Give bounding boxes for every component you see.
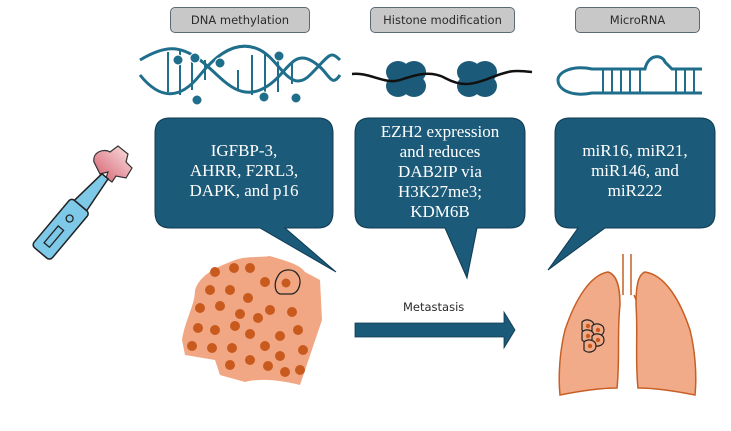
- tissue-cell-nucleus: [287, 307, 297, 317]
- tissue-cell-nucleus: [193, 323, 203, 333]
- speech-bubble-microrna: [547, 117, 716, 271]
- tissue-cell-nucleus: [265, 305, 275, 315]
- e-cigarette-with-vapor-icon: [32, 145, 133, 260]
- tissue-cell-nucleus: [253, 313, 263, 323]
- nucleosome-icon: [351, 61, 533, 97]
- tissue-cell-nucleus: [243, 293, 253, 303]
- bubble-text-histone-modification: EZH2 expression and reduces DAB2IP via H…: [380, 122, 500, 221]
- tissue-cell-nucleus: [295, 365, 305, 375]
- tissue-cell-nucleus: [263, 361, 273, 371]
- tissue-cell-nucleus: [207, 343, 217, 353]
- tissue-cell-nucleus: [205, 285, 215, 295]
- metastasis-label: Metastasis: [403, 300, 465, 314]
- tumor-tissue-icon: [182, 256, 322, 385]
- tissue-cell-nucleus: [230, 321, 240, 331]
- tissue-cell-nucleus: [245, 263, 255, 273]
- tissue-cell-nucleus: [280, 367, 290, 377]
- speech-bubble-histone-modification: [354, 117, 526, 280]
- dna-double-helix-icon: [138, 44, 342, 106]
- tissue-cell-nucleus: [210, 267, 220, 277]
- tissue-cell-nucleus: [275, 331, 285, 341]
- tissue-cell-nucleus: [293, 325, 303, 335]
- tissue-cell-nucleus: [215, 301, 225, 311]
- tissue-cell-nucleus: [225, 360, 235, 370]
- label-dna-methylation: DNA methylation: [170, 7, 310, 33]
- speech-bubble-dna-methylation: [154, 117, 337, 273]
- tissue-cell-nucleus: [195, 303, 205, 313]
- tissue-cell-nucleus: [225, 285, 235, 295]
- tissue-cell-nucleus: [260, 341, 270, 351]
- lungs-with-tumor-icon: [558, 254, 697, 396]
- bubble-text-dna-methylation: IGFBP-3, AHRR, F2RL3, DAPK, and p16: [189, 141, 299, 200]
- microrna-hairpin-icon: [556, 55, 702, 96]
- tissue-cell-nucleus: [245, 355, 255, 365]
- tissue-cell-nucleus: [245, 329, 255, 339]
- tissue-cell-nucleus: [187, 341, 197, 351]
- tissue-cell-nucleus: [298, 345, 308, 355]
- tissue-cell-nucleus: [235, 309, 245, 319]
- tissue-cell-nucleus: [227, 343, 237, 353]
- tissue-cell-nucleus: [210, 325, 220, 335]
- tissue-cell-nucleus: [275, 351, 285, 361]
- label-microrna: MicroRNA: [575, 7, 700, 33]
- metastasis-arrow: [354, 310, 516, 350]
- tissue-cell-nucleus: [260, 277, 270, 287]
- bubble-text-microrna: miR16, miR21, miR146, and miR222: [582, 141, 688, 200]
- tissue-cell-nucleus: [229, 263, 239, 273]
- label-histone-modification: Histone modification: [370, 7, 515, 33]
